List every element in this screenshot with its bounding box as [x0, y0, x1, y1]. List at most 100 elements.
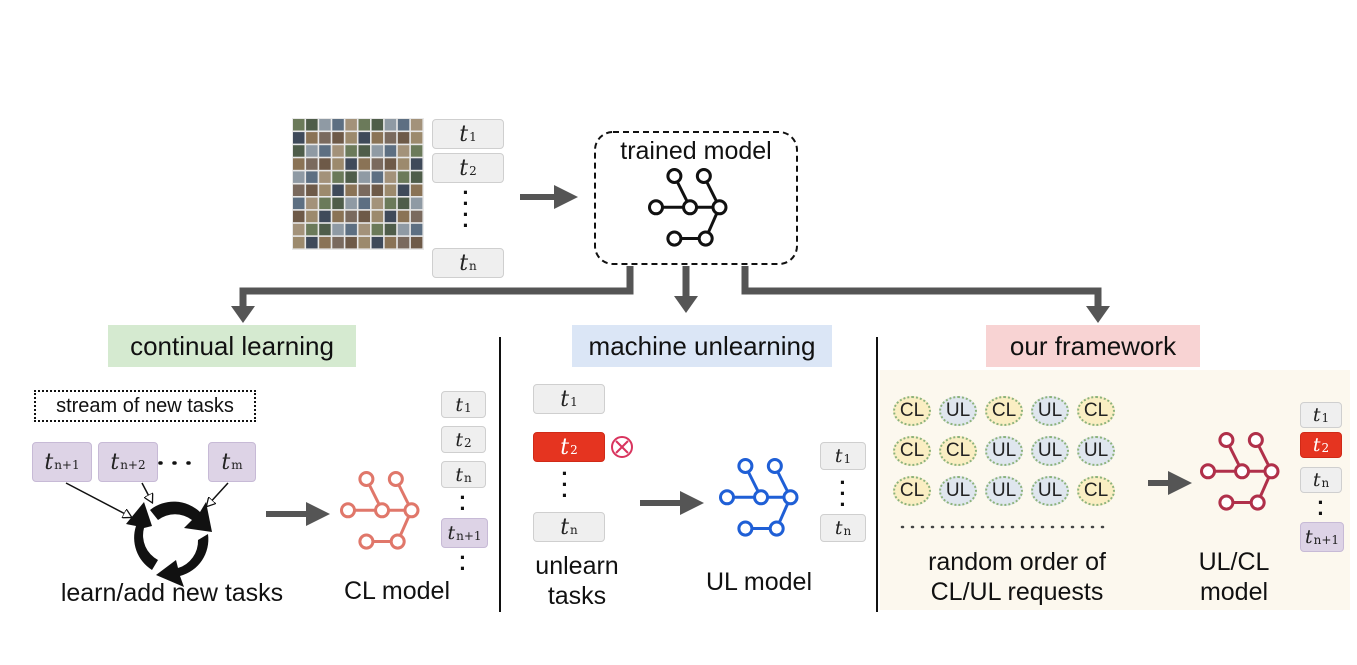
dataset-thumbnail: [293, 171, 305, 183]
cl-task-ellipsis-2: ··: [459, 545, 467, 581]
dataset-thumbnail: [345, 184, 357, 196]
dataset-thumbnail: [332, 171, 344, 183]
dataset-thumbnail: [345, 145, 357, 157]
dataset-thumbnail: [397, 158, 410, 170]
request-oval-ul: UL: [1077, 436, 1115, 466]
dataset-thumbnail: [306, 158, 318, 170]
dataset-thumbnail: [293, 119, 305, 131]
request-oval-ul: UL: [1031, 436, 1069, 466]
dataset-thumbnail: [397, 184, 410, 196]
dataset-thumbnail: [371, 210, 384, 223]
dataset-thumbnail: [332, 210, 344, 223]
dataset-thumbnail: [319, 158, 331, 170]
dataset-thumbnail: [397, 171, 410, 183]
dataset-thumbnail: [319, 197, 331, 210]
dataset-thumbnail: [371, 236, 384, 249]
dataset-thumbnail: [410, 158, 423, 170]
request-oval-cl: CL: [893, 396, 931, 426]
dataset-thumbnail: [319, 119, 331, 131]
dataset-thumbnail: [358, 158, 370, 170]
dataset-thumbnail: [345, 132, 357, 144]
fw-task-ellipsis: ··: [1317, 490, 1325, 526]
dataset-thumbnail: [397, 119, 410, 131]
learn-add-label: learn/add new tasks: [60, 579, 284, 607]
dataset-thumbnail: [410, 184, 423, 196]
request-oval-ul: UL: [1031, 396, 1069, 426]
dataset-thumbnail: [306, 210, 318, 223]
dataset-thumbnail: [384, 158, 397, 170]
dataset-thumbnail: [293, 210, 305, 223]
dataset-thumbnail: [319, 132, 331, 144]
dataset-thumbnail: [358, 119, 370, 131]
request-oval-ul: UL: [985, 436, 1023, 466]
dataset-thumbnail: [384, 119, 397, 131]
dataset-thumbnail: [371, 119, 384, 131]
dataset-thumbnail: [397, 132, 410, 144]
dataset-image-grid: [292, 118, 424, 250]
request-oval-cl: CL: [939, 436, 977, 466]
dataset-thumbnail: [384, 223, 397, 236]
trained-model-label: trained model: [620, 137, 772, 165]
request-oval-cl: CL: [985, 396, 1023, 426]
dataset-thumbnail: [345, 197, 357, 210]
dataset-thumbnail: [410, 236, 423, 249]
dataset-thumbnail: [397, 223, 410, 236]
ul-model-label: UL model: [705, 568, 813, 596]
dataset-thumbnail: [410, 210, 423, 223]
dataset-thumbnail: [306, 197, 318, 210]
dataset-thumbnail: [345, 223, 357, 236]
dataset-thumbnail: [306, 236, 318, 249]
dataset-thumbnail: [319, 184, 331, 196]
dataset-thumbnail: [397, 197, 410, 210]
dataset-thumbnail: [358, 132, 370, 144]
dataset-thumbnail: [384, 210, 397, 223]
cl-model-label: CL model: [343, 577, 451, 605]
dataset-thumbnail: [358, 210, 370, 223]
dataset-thumbnail: [384, 236, 397, 249]
dataset-thumbnail: [358, 171, 370, 183]
continual-learning-header: continual learning: [108, 325, 356, 367]
branch-arrows: [239, 266, 1102, 310]
dataset-thumbnail: [345, 210, 357, 223]
dataset-thumbnail: [410, 171, 423, 183]
dataset-thumbnail: [306, 119, 318, 131]
dataset-thumbnail: [345, 158, 357, 170]
dataset-thumbnail: [410, 119, 423, 131]
stream-label-box: stream of new tasks: [34, 390, 256, 422]
ul-model-task-ellipsis: ···: [839, 470, 847, 517]
dataset-thumbnail: [397, 236, 410, 249]
request-oval-cl: CL: [1077, 476, 1115, 506]
dataset-thumbnail: [371, 184, 384, 196]
dataset-thumbnail: [293, 184, 305, 196]
framework-model-network-icon: [1199, 431, 1280, 511]
dataset-thumbnail: [358, 184, 370, 196]
dataset-thumbnail: [332, 145, 344, 157]
dataset-thumbnail: [332, 223, 344, 236]
request-oval-cl: CL: [893, 476, 931, 506]
dataset-thumbnail: [293, 158, 305, 170]
request-oval-cl: CL: [1077, 396, 1115, 426]
cl-task-ellipsis: ··: [459, 485, 467, 521]
dataset-thumbnail: [384, 171, 397, 183]
request-oval-ul: UL: [1031, 476, 1069, 506]
dataset-thumbnail: [358, 145, 370, 157]
ul-model-network-icon: [718, 457, 799, 537]
ul-task-ellipsis: ···: [561, 461, 569, 508]
